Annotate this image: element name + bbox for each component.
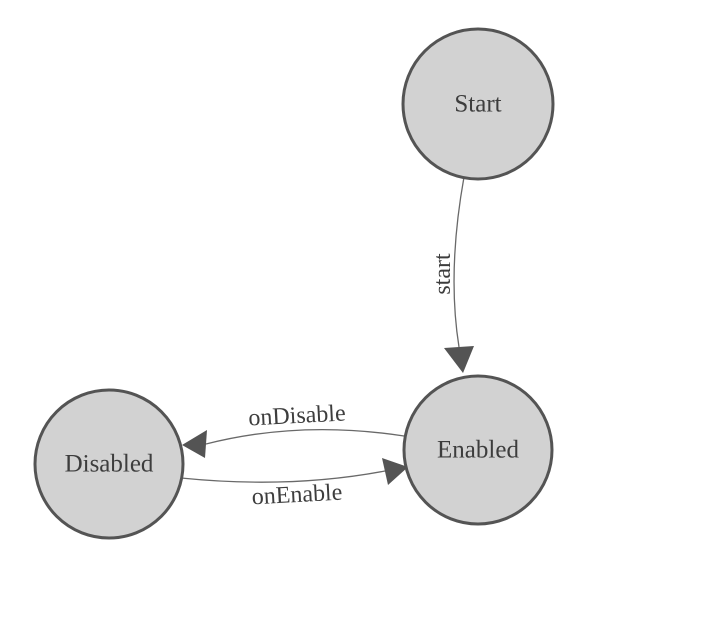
state-node-disabled-label: Disabled [65,451,154,478]
edge-on-enable-label: onEnable [251,480,343,511]
edge-on-disable-label: onDisable [248,400,347,431]
edge-on-enable-arrowhead-icon [382,458,408,485]
edge-on-disable-arrowhead-icon [182,430,207,458]
state-node-enabled: Enabled [402,374,554,526]
edge-on-disable-line [205,428,405,445]
edge-on-enable: onEnable [180,458,408,511]
edge-start-transition-label: start [430,253,456,295]
state-node-start-circle[interactable] [401,27,555,181]
edge-on-enable-line [180,470,386,483]
state-node-start-label: Start [454,91,501,118]
state-node-enabled-label: Enabled [437,437,519,464]
edge-on-disable: onDisable [182,400,405,458]
state-node-enabled-circle[interactable] [402,374,554,526]
state-node-disabled-circle[interactable] [33,388,185,540]
state-node-start: Start [401,27,555,181]
edge-start-transition-line [453,176,465,348]
state-node-disabled: Disabled [33,388,185,540]
edge-start-transition: start [430,176,474,373]
edge-start-transition-arrowhead-icon [444,346,474,373]
